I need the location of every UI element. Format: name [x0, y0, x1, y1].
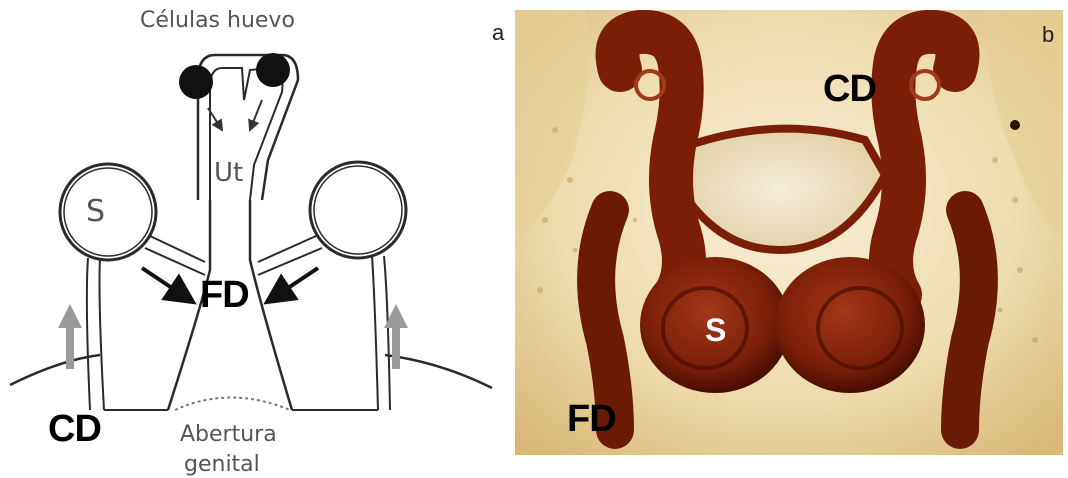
schematic-panel: Células huevo Ut S FD CD Abertura genita… [0, 0, 500, 478]
egg-cells-label: Células huevo [140, 8, 295, 33]
copulatory-duct-label-right: CD [823, 68, 876, 111]
spermatheca-left [60, 164, 156, 260]
egg-cell-left [179, 65, 213, 99]
schematic-diagram [0, 0, 500, 478]
panel-label-a: a [492, 20, 504, 46]
egg-cell-right [256, 53, 290, 87]
spermatheca-label-right: S [705, 312, 726, 349]
genital-opening-label-line2: genital [184, 452, 260, 477]
uterus-label: Ut [214, 158, 243, 188]
body-outline-left [10, 355, 100, 385]
body-outline-right [385, 355, 492, 388]
arrow-left-to-fd [142, 268, 190, 300]
micrograph-panel: CD S FD [515, 10, 1063, 455]
fertilization-duct-label-left: FD [200, 274, 249, 317]
panel-label-b: b [1042, 22, 1054, 48]
genital-opening-label-line1: Abertura [180, 422, 277, 447]
arrow-right-to-fd [270, 268, 318, 300]
micrograph-image [515, 10, 1063, 455]
fertilization-duct-label-right: FD [567, 398, 616, 441]
copulatory-duct-label-left: CD [48, 408, 101, 451]
spermatheca-right [310, 162, 406, 258]
spermatheca-label-left: S [86, 194, 105, 229]
